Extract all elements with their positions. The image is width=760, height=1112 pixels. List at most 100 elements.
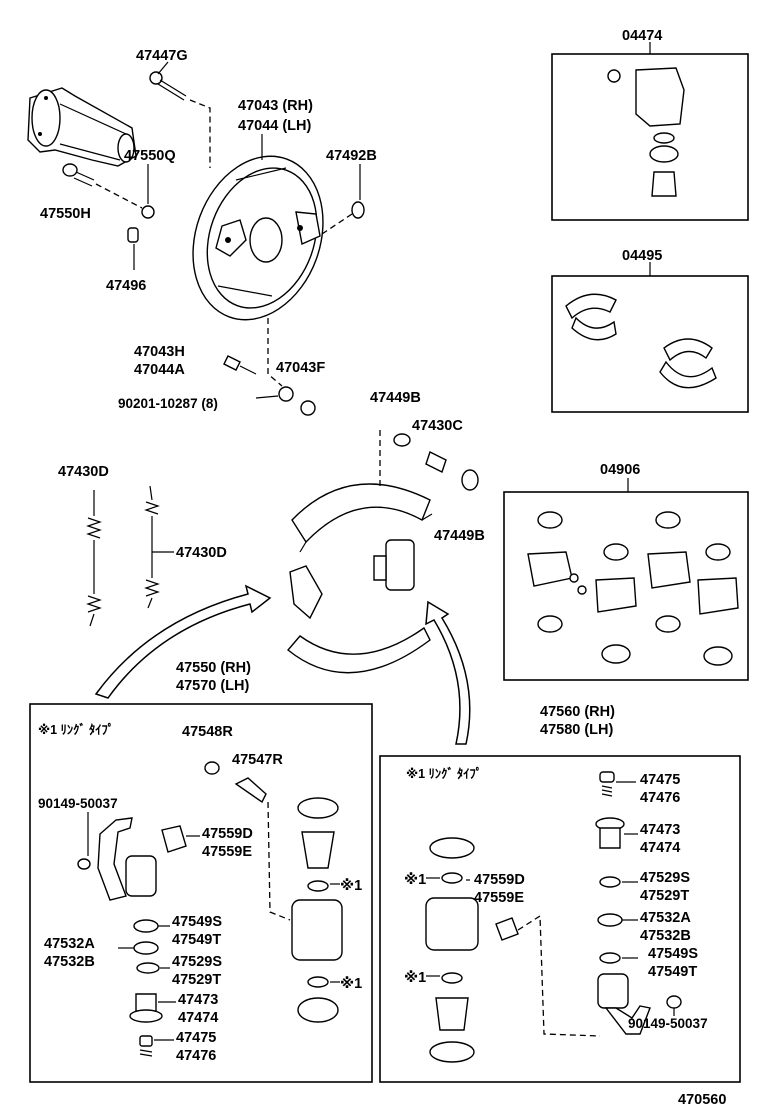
wheel-cylinder-mid-drawing (373, 539, 415, 591)
left-label-47549t: 47549T (172, 932, 221, 948)
left-label-47559d: 47559D (202, 826, 253, 842)
label-47550q: 47550Q (124, 148, 176, 164)
label-47043h: 47043H (134, 344, 185, 360)
axle-housing-drawing (27, 87, 137, 167)
label-47580lh: 47580 (LH) (540, 722, 614, 738)
bolt-47550h-drawing (62, 163, 143, 209)
parts-47449b-47430c-drawing (379, 430, 479, 491)
bolt-47447g-drawing (149, 71, 211, 168)
nut-47550q-drawing (141, 205, 155, 219)
left-part-47529s (136, 962, 160, 974)
label-47430c: 47430C (412, 418, 463, 434)
left-part-47475 (139, 1035, 153, 1057)
right-label-90149: 90149-50037 (628, 1016, 708, 1031)
clip-47496-drawing (127, 227, 139, 243)
right-label-47476: 47476 (640, 790, 680, 806)
right-mark-1a: ※1 (404, 872, 426, 888)
left-mark-1a: ※1 (340, 878, 362, 894)
diagram-id: 470560 (678, 1092, 726, 1108)
label-47430d-side: 47430D (176, 545, 227, 561)
right-mark-1b: ※1 (404, 970, 426, 986)
right-part-47473 (595, 817, 625, 849)
label-47492b: 47492B (326, 148, 377, 164)
left-label-47475: 47475 (176, 1030, 216, 1046)
right-label-47549t: 47549T (648, 964, 697, 980)
left-part-47549s (133, 919, 159, 933)
label-47449b-top: 47449B (370, 390, 421, 406)
left-cylinder-stack-drawing (291, 797, 343, 1023)
right-part-47532a (597, 913, 623, 927)
left-label-47548r: 47548R (182, 724, 233, 740)
adjuster-mid-drawing (289, 565, 323, 620)
left-mark-1b: ※1 (340, 976, 362, 992)
brake-shoe-upper-drawing (291, 483, 433, 553)
kit-04495-shoes-drawing (565, 293, 717, 389)
label-47570lh: 47570 (LH) (176, 678, 250, 694)
kit-04495-number: 04495 (622, 248, 662, 264)
right-part-47475 (599, 771, 615, 797)
right-label-47559d: 47559D (474, 872, 525, 888)
label-47447g: 47447G (136, 48, 188, 64)
right-label-47532a: 47532A (640, 910, 691, 926)
label-47560rh: 47560 (RH) (540, 704, 615, 720)
label-47449b-bottom: 47449B (434, 528, 485, 544)
right-label-47475: 47475 (640, 772, 680, 788)
nut-47492b-drawing (351, 201, 365, 219)
label-47043f: 47043F (276, 360, 325, 376)
kit-04474-parts-drawing (607, 67, 685, 197)
label-47044a: 47044A (134, 362, 185, 378)
right-label-47474: 47474 (640, 840, 680, 856)
brake-shoe-lower-drawing (286, 626, 431, 674)
right-label-47529t: 47529T (640, 888, 689, 904)
kit-04474-number: 04474 (622, 28, 662, 44)
left-label-47532b: 47532B (44, 954, 95, 970)
left-part-47532a (133, 941, 159, 955)
label-47043rh: 47043 (RH) (238, 98, 313, 114)
right-label-47532b: 47532B (640, 928, 691, 944)
left-part-47473 (129, 993, 163, 1023)
left-label-47532a: 47532A (44, 936, 95, 952)
right-label-47529s: 47529S (640, 870, 690, 886)
right-part-47529s (599, 876, 621, 888)
left-label-47547r: 47547R (232, 752, 283, 768)
kit-04906-number: 04906 (600, 462, 640, 478)
left-label-47529s: 47529S (172, 954, 222, 970)
left-cylinder-panel (29, 703, 373, 1083)
left-part-47547r (234, 777, 267, 804)
right-cylinder-panel (379, 755, 741, 1083)
spring-47430d-left-drawing (86, 490, 102, 627)
label-47550rh: 47550 (RH) (176, 660, 251, 676)
label-90201-10287: 90201-10287 (8) (118, 396, 218, 411)
bleeder-bolt-drawing (223, 318, 316, 416)
kit-04906-parts-drawing (527, 511, 739, 666)
right-bracket-drawing (597, 973, 682, 1035)
label-47430d-top: 47430D (58, 464, 109, 480)
arrow-right-assembly (425, 600, 471, 745)
label-47044lh: 47044 (LH) (238, 118, 312, 134)
left-label-47473: 47473 (178, 992, 218, 1008)
left-label-47474: 47474 (178, 1010, 218, 1026)
arrow-left-assembly (94, 584, 272, 699)
spring-47430d-right-drawing (144, 485, 160, 609)
left-label-47529t: 47529T (172, 972, 221, 988)
left-part-47548r (204, 761, 220, 775)
right-part-47549s (599, 952, 621, 964)
kit-04906-box (503, 491, 749, 681)
left-label-90149: 90149-50037 (38, 796, 118, 811)
right-label-47549s: 47549S (648, 946, 698, 962)
left-part-47559d (161, 825, 187, 853)
label-47496: 47496 (106, 278, 146, 294)
left-label-47476: 47476 (176, 1048, 216, 1064)
label-47550h: 47550H (40, 206, 91, 222)
right-label-47559e: 47559E (474, 890, 524, 906)
backing-plate-drawing (192, 155, 324, 321)
left-panel-note: ※1 ﾘﾝｸﾞ ﾀｲﾌﾟ (38, 722, 114, 737)
right-part-47559d (495, 917, 519, 941)
left-label-47559e: 47559E (202, 844, 252, 860)
right-cylinder-stack-drawing (425, 837, 479, 1063)
right-panel-note: ※1 ﾘﾝｸﾞ ﾀｲﾌﾟ (406, 766, 482, 781)
right-label-47473: 47473 (640, 822, 680, 838)
left-label-47549s: 47549S (172, 914, 222, 930)
left-bracket-drawing (77, 817, 157, 901)
